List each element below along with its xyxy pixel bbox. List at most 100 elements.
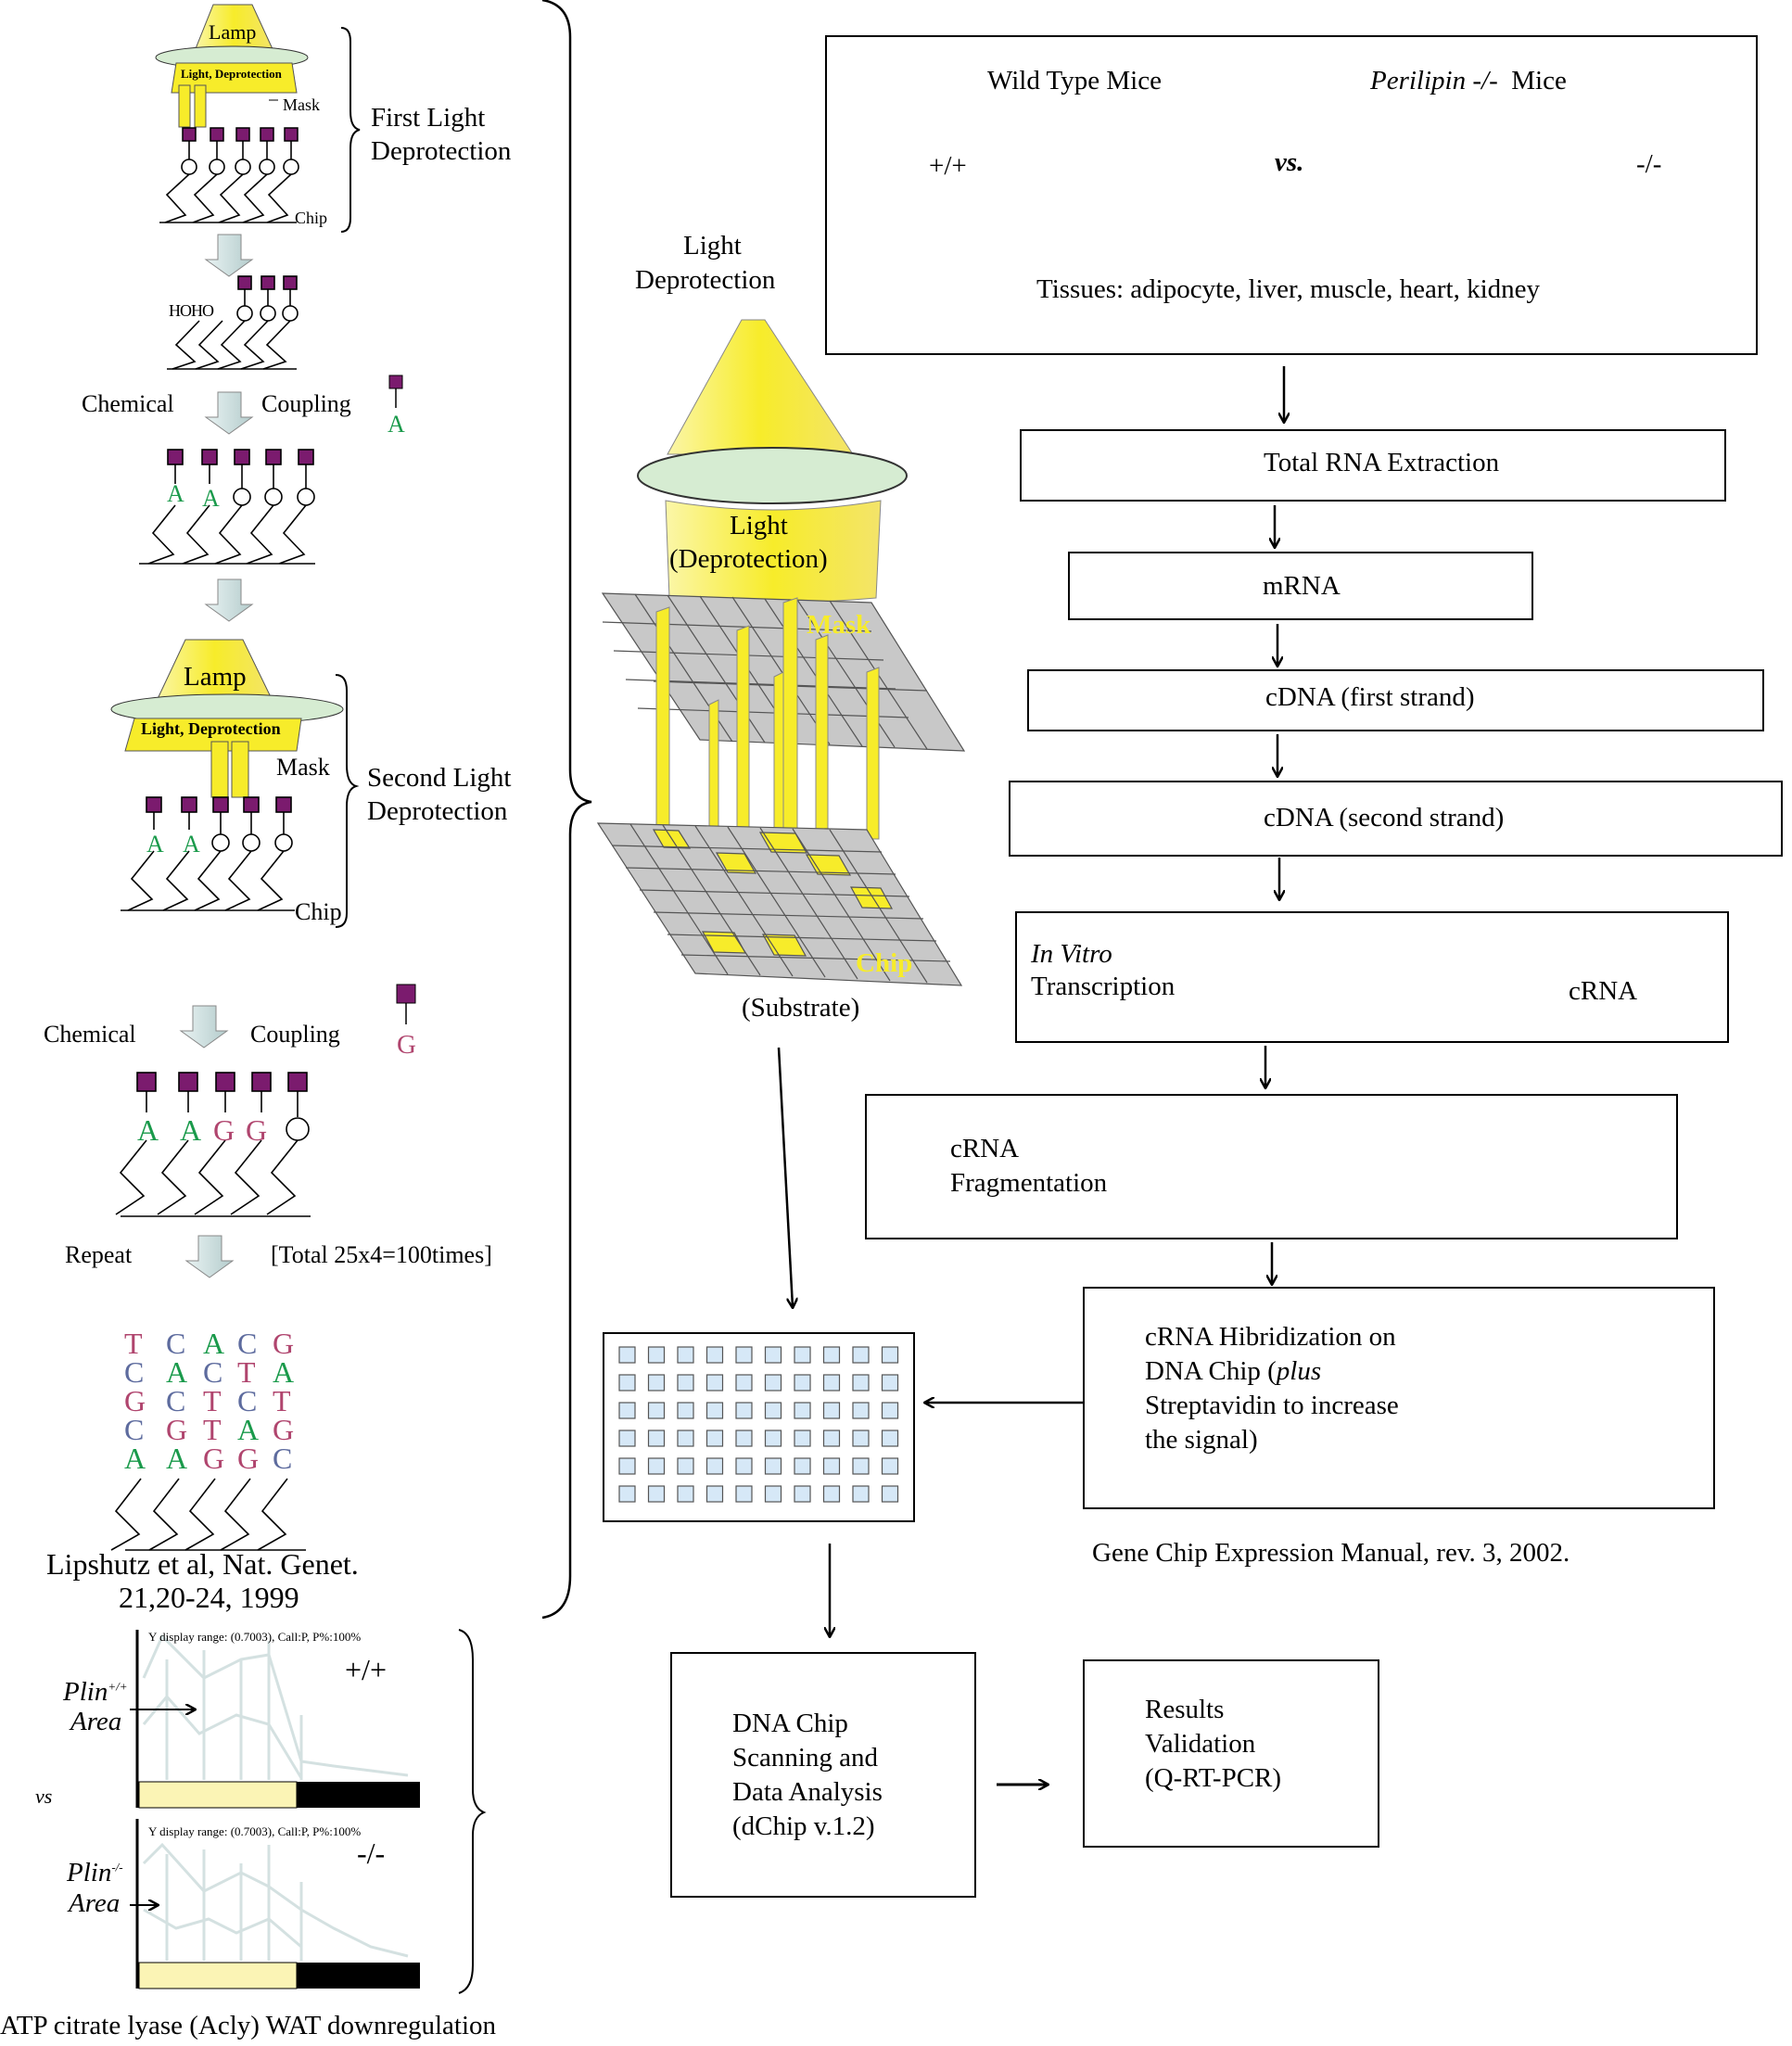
chip-probe-cell <box>764 1346 782 1364</box>
chip-probe-cell <box>647 1374 666 1392</box>
center-chip-label: Chip <box>856 948 913 978</box>
arrow-to-chip <box>777 1047 793 1307</box>
chip-probe-cell <box>794 1485 811 1503</box>
first-chip-label: Chip <box>295 209 328 227</box>
chain-base-g: G <box>213 1113 235 1147</box>
chip-probe-cell <box>881 1346 899 1364</box>
flow-arrows <box>1265 366 1284 1284</box>
sequence-base: A <box>237 1413 260 1446</box>
second-lamp-label: Lamp <box>184 662 247 692</box>
cdna-second-box <box>1009 781 1783 857</box>
tissues-label: Tissues: adipocyte, liver, muscle, heart… <box>1036 274 1541 304</box>
dna-chip-array <box>603 1332 915 1522</box>
genotype-plus-label: +/+ <box>929 151 967 181</box>
second-step-title-line1: Second Light <box>367 763 512 793</box>
chip-probe-cell <box>881 1430 899 1447</box>
hoh-label: HOHO <box>169 301 214 320</box>
second-chip-chains <box>121 796 295 911</box>
chip-probe-cell <box>618 1346 636 1364</box>
chip-probe-cell <box>735 1346 753 1364</box>
sequence-base: G <box>203 1442 225 1475</box>
chip-probe-cell <box>735 1374 753 1392</box>
chip-probe-cell <box>881 1457 899 1475</box>
chip-probe-cell <box>677 1374 694 1392</box>
chip-probe-cell <box>677 1346 694 1364</box>
chip-probe-cell <box>881 1402 899 1419</box>
wild-type-label: Wild Type Mice <box>987 66 1162 95</box>
chain-base-a: A <box>202 485 220 512</box>
scanning-line3: Data Analysis <box>732 1777 883 1807</box>
sequence-base: T <box>124 1327 143 1360</box>
coupling-nucleotide-g <box>396 984 416 1024</box>
first-lamp-label: Lamp <box>209 20 257 44</box>
plots-caption: ATP citrate lyase (Acly) WAT downregulat… <box>0 2011 497 2040</box>
mice-box <box>825 35 1758 355</box>
ivt-box <box>1015 911 1729 1043</box>
sequence-base: G <box>237 1442 260 1475</box>
plot-brace <box>458 1629 487 1994</box>
chip-probe-cell <box>852 1430 870 1447</box>
second-lamp-illustration <box>110 639 344 798</box>
sequence-base: T <box>237 1355 256 1389</box>
coupling1-chemical-label: Chemical <box>82 390 174 417</box>
chip-probe-cell <box>852 1457 870 1475</box>
hybridization-line2: DNA Chip (plus <box>1145 1356 1322 1386</box>
chip-probe-cell <box>618 1485 636 1503</box>
sequence-base: T <box>203 1384 222 1417</box>
sequence-base: A <box>203 1327 225 1360</box>
chain-base-a: A <box>183 831 200 858</box>
second-hood-label: Light, Deprotection <box>141 719 281 738</box>
plot-bottom-genotype: -/- <box>357 1836 386 1870</box>
mrna-label: mRNA <box>1263 571 1341 601</box>
down-block-arrow <box>204 391 254 435</box>
plot-top-area-label: Area <box>70 1707 122 1736</box>
down-block-arrow <box>204 578 254 622</box>
chip-probe-cell <box>647 1346 666 1364</box>
final-chain <box>110 1478 306 1551</box>
center-cone-line2: (Deprotection) <box>669 544 828 574</box>
plot-bottom <box>130 1819 420 1989</box>
second-step-title-line2: Deprotection <box>367 796 508 826</box>
scanning-line2: Scanning and <box>732 1743 879 1773</box>
chip-probe-cell <box>735 1457 753 1475</box>
crna-label: cRNA <box>1569 976 1638 1006</box>
plot-top-plin-label: Plin+/+ <box>63 1677 128 1707</box>
chip-probe-cell <box>735 1430 753 1447</box>
cdna-second-label: cDNA (second strand) <box>1264 803 1505 832</box>
sequence-base: G <box>124 1384 146 1417</box>
chip-probe-cell <box>852 1402 870 1419</box>
sequence-base: T <box>273 1384 291 1417</box>
down-block-arrow <box>179 1005 229 1048</box>
sequence-base: T <box>203 1413 222 1446</box>
chip-probe-cell <box>822 1430 841 1447</box>
light-beams <box>655 597 880 840</box>
sequence-base: A <box>166 1355 188 1389</box>
validation-line1: Results <box>1145 1695 1225 1724</box>
sequence-base: A <box>124 1442 146 1475</box>
chip-probe-cell <box>764 1457 782 1475</box>
sequence-base: C <box>166 1384 186 1417</box>
fragmentation-line1: cRNA <box>950 1134 1020 1163</box>
substrate-label: (Substrate) <box>742 993 860 1023</box>
center-title-line2: Deprotection <box>635 265 776 295</box>
chip-probe-cell <box>735 1402 753 1419</box>
total-rna-box <box>1020 429 1726 502</box>
first-step-title-line2: Deprotection <box>371 136 512 166</box>
chip-probe-cell <box>764 1374 782 1392</box>
chip-probe-cell <box>822 1346 841 1364</box>
sequence-base: C <box>237 1384 258 1417</box>
center-title-line1: Light <box>683 231 742 261</box>
sequence-base: C <box>273 1442 293 1475</box>
plot-bottom-plin-label: Plin-/- <box>67 1858 123 1887</box>
chip-probe-cell <box>852 1485 870 1503</box>
first-chip-linkers <box>182 127 299 142</box>
plot-bottom-area-label: Area <box>69 1888 121 1918</box>
plot-top-range: Y display range: (0.7003), Call:P, P%:10… <box>148 1630 362 1644</box>
chip-probe-cell <box>822 1457 841 1475</box>
genotype-minus-label: -/- <box>1636 149 1662 179</box>
validation-line3: (Q-RT-PCR) <box>1145 1763 1282 1793</box>
first-mask-label: Mask <box>283 95 320 114</box>
hybridization-box <box>1083 1287 1715 1509</box>
repeat-total-label: [Total 25x4=100times] <box>271 1241 492 1268</box>
